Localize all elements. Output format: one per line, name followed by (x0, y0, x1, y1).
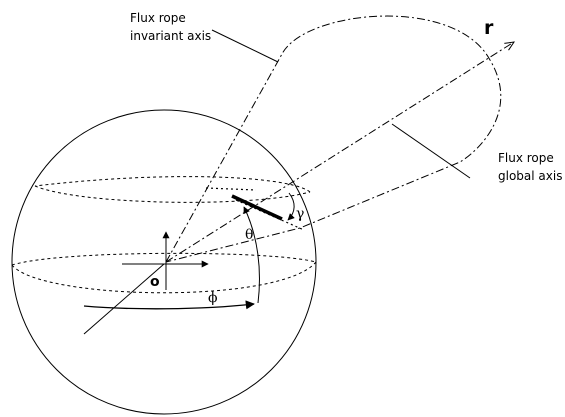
global-axis-label: Flux rope global axis (498, 151, 562, 183)
flux-rope-loop (165, 15, 502, 263)
global-axis-leader (391, 123, 471, 179)
invariant-axis-label-line1: Flux rope (130, 11, 186, 25)
equator-front (11, 261, 317, 294)
gamma-arc (287, 192, 295, 221)
depth-axis (83, 263, 165, 335)
construction-line-2 (235, 199, 305, 231)
global-axis-label-line2: global axis (498, 169, 562, 183)
equator-back (11, 252, 317, 266)
invariant-axis-label-line2: invariant axis (130, 29, 211, 43)
invariant-axis-leader (211, 29, 279, 63)
construction-line (205, 187, 257, 191)
gamma-label: γ (296, 206, 304, 222)
flux-rope-segment (231, 194, 283, 221)
upper-latitude-circle (34, 176, 311, 203)
origin-label: o (150, 274, 160, 290)
phi-label: ϕ (208, 290, 218, 306)
radial-axis-r (165, 42, 514, 263)
r-label: r (484, 17, 494, 39)
global-axis-label-line1: Flux rope (498, 151, 554, 165)
theta-label: θ (245, 227, 253, 243)
sphere-outline (11, 109, 317, 415)
phi-arc (83, 300, 255, 310)
theta-arc (243, 206, 260, 304)
invariant-axis-label: Flux rope invariant axis (130, 11, 211, 43)
